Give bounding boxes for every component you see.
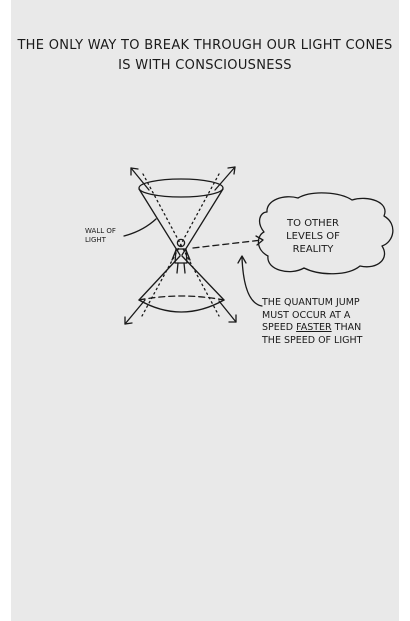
upper-cone-rim (139, 179, 223, 197)
upper-cone-left-edge (139, 189, 180, 255)
arrow-upper-right (215, 167, 235, 190)
quantum-jump-note: THE QUANTUM JUMP MUST OCCUR AT A SPEED F… (262, 297, 362, 347)
observer-left-leg (177, 263, 178, 273)
lower-cone-right-edge (182, 256, 224, 300)
faster-emphasis: FASTER (296, 322, 332, 333)
jump-arrow-line (193, 240, 262, 248)
quantum-jump-line-3: SPEED FASTER THAN (262, 322, 362, 335)
other-levels-line-3: REALITY (268, 243, 358, 256)
other-levels-label: TO OTHER LEVELS OF REALITY (268, 217, 358, 256)
observer-right-leg (184, 263, 185, 273)
wall-of-light-label: WALL OF LIGHT (85, 227, 116, 245)
observer-body (175, 249, 187, 263)
quantum-jump-pointer (242, 258, 262, 306)
other-levels-line-1: TO OTHER (268, 217, 358, 230)
quantum-jump-line-3-suffix: THAN (332, 322, 362, 333)
quantum-jump-line-1: THE QUANTUM JUMP (262, 297, 362, 310)
arrow-lower-right (219, 301, 236, 322)
wall-label-pointer (124, 219, 156, 236)
quantum-jump-line-3-prefix: SPEED (262, 322, 296, 333)
wall-of-light-line-1: WALL OF (85, 227, 116, 236)
arrow-lower-left (125, 300, 145, 324)
other-levels-line-2: LEVELS OF (268, 230, 358, 243)
quantum-jump-line-4: THE SPEED OF LIGHT (262, 335, 362, 348)
wall-of-light-line-2: LIGHT (85, 236, 116, 245)
lower-cone-left-edge (139, 256, 180, 300)
quantum-jump-line-2: MUST OCCUR AT A (262, 310, 362, 323)
